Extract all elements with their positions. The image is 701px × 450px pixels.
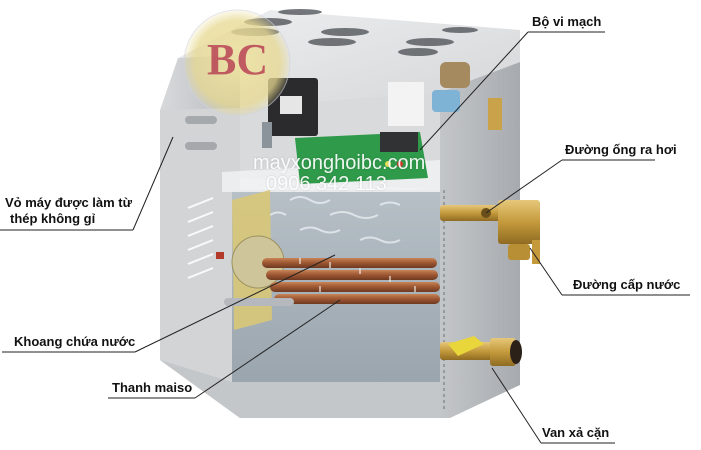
heating-element-coil bbox=[262, 258, 440, 304]
label-heating-element: Thanh maiso bbox=[112, 380, 193, 395]
left-housing-panel bbox=[160, 55, 240, 418]
leader-lines bbox=[0, 31, 690, 444]
label-water-tank: Khoang chứa nước bbox=[14, 334, 136, 349]
drain-valve bbox=[440, 336, 522, 366]
label-housing-line2: thép không gỉ bbox=[10, 211, 96, 226]
brass-pipe-assembly bbox=[440, 200, 540, 264]
right-housing-panel bbox=[440, 62, 520, 418]
label-circuit-board: Bộ vi mạch bbox=[532, 14, 602, 29]
bc-logo-watermark bbox=[183, 9, 291, 117]
label-water-inlet: Đường cấp nước bbox=[573, 277, 681, 292]
label-housing-line1: Vỏ máy được làm từ bbox=[5, 195, 133, 210]
website-watermark: mayxonghoibc.com bbox=[253, 152, 426, 174]
level-sensor-rod bbox=[224, 298, 294, 306]
phone-watermark: 0906 342 113 bbox=[266, 173, 387, 195]
label-steam-outlet: Đường ống ra hơi bbox=[565, 142, 677, 157]
label-drain-valve: Van xả cặn bbox=[542, 425, 610, 440]
logo-letters: BC bbox=[207, 35, 269, 84]
